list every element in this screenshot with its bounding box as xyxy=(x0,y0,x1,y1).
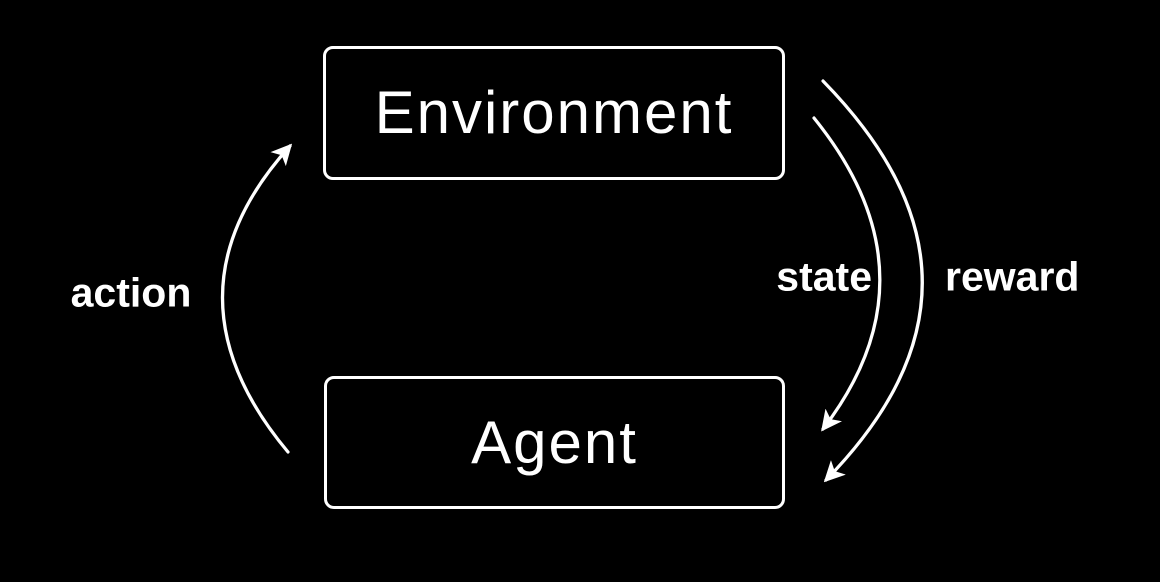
environment-node: Environment xyxy=(323,46,785,180)
agent-node-label: Agent xyxy=(471,408,638,476)
environment-node-label: Environment xyxy=(374,79,734,146)
state-arrow xyxy=(812,116,882,432)
agent-node: Agent xyxy=(324,376,785,509)
state-edge-label: state xyxy=(776,253,872,300)
reward-arrow xyxy=(821,79,924,483)
action-edge-label: action xyxy=(70,269,192,316)
action-arrow xyxy=(220,143,293,454)
reward-edge-label: reward xyxy=(945,253,1080,300)
